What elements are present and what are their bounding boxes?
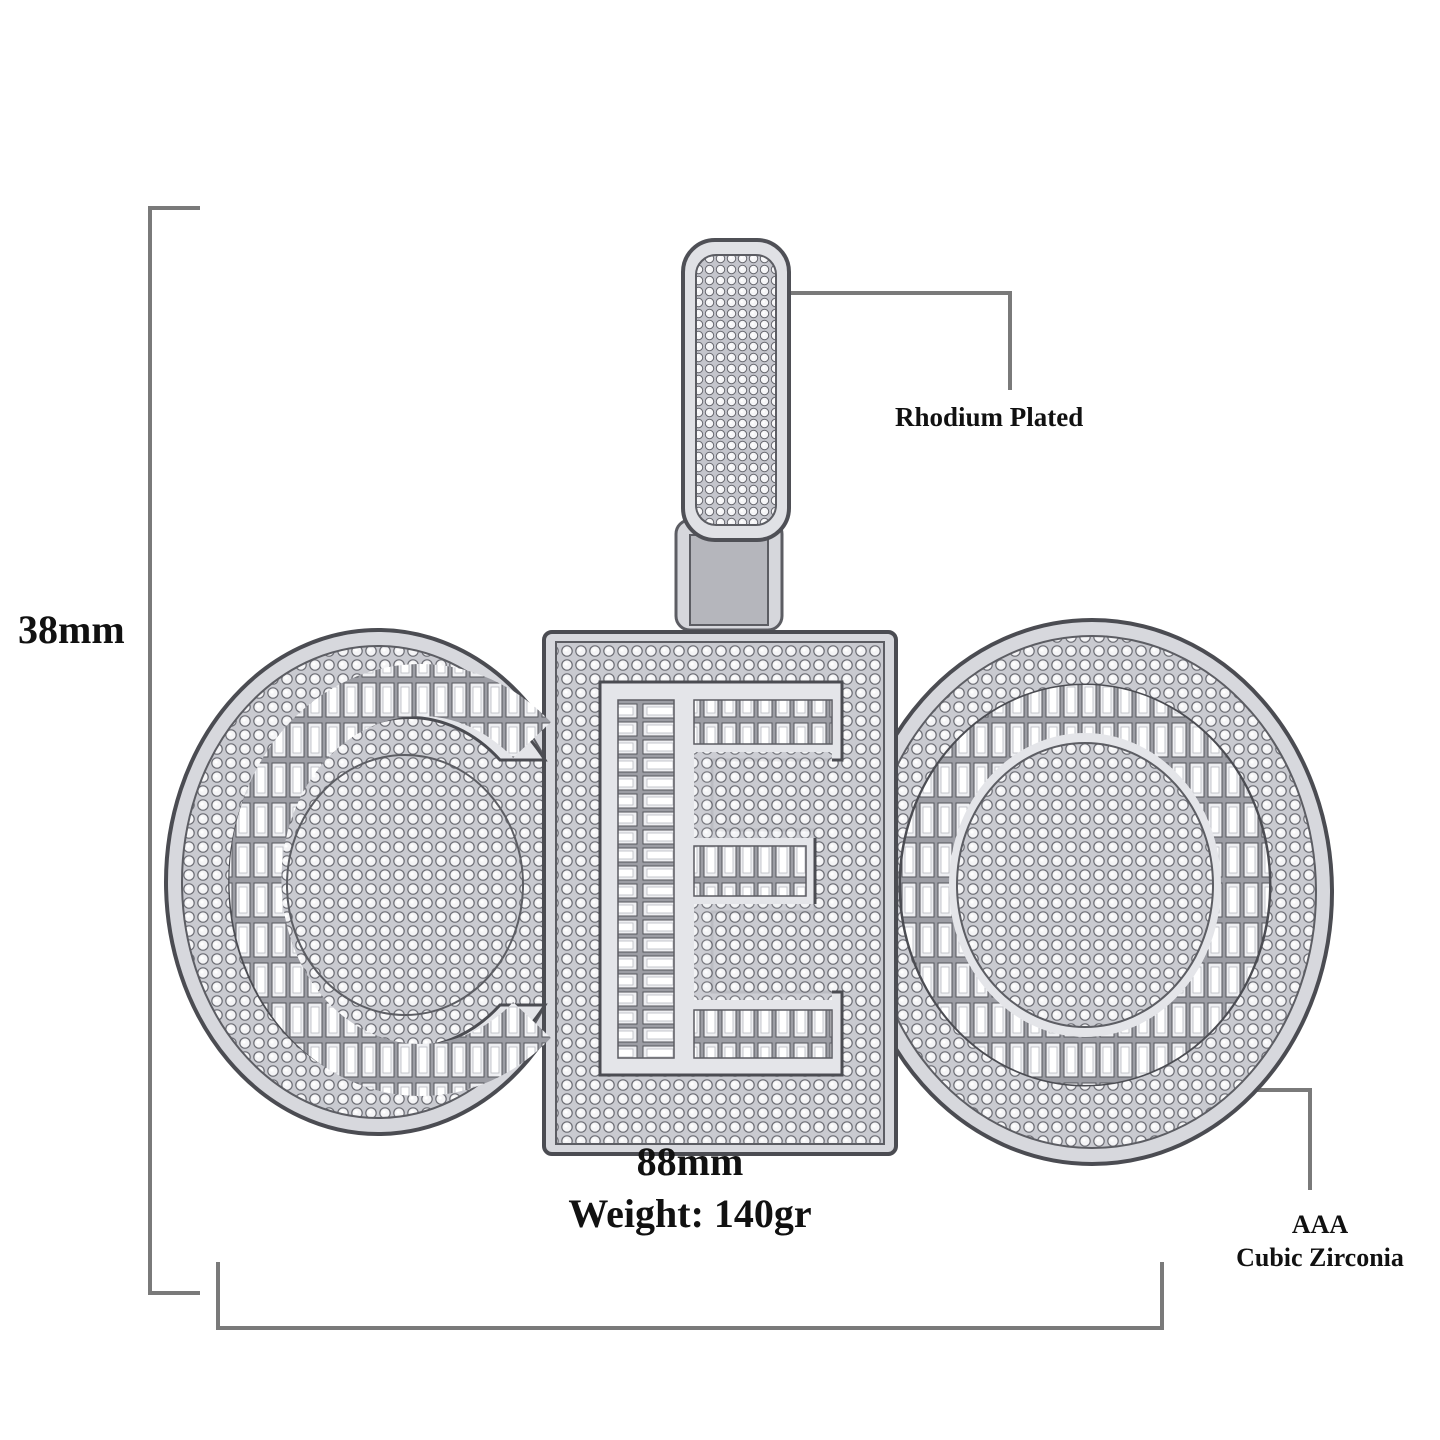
stone-grade-label: AAA <box>1291 1210 1349 1239</box>
height-dimension-line <box>148 206 200 1295</box>
letter-o <box>898 683 1272 1087</box>
weight-label: Weight: 140gr <box>568 1191 812 1236</box>
plating-label: Rhodium Plated <box>895 402 1084 432</box>
stone-type-label: Cubic Zirconia <box>1236 1243 1404 1272</box>
stone-callout: AAA Cubic Zirconia <box>1210 1208 1430 1274</box>
pendant-ceo <box>164 618 1334 1166</box>
height-label: 38mm <box>18 607 125 652</box>
rhodium-callout-line <box>785 291 1012 390</box>
zirconia-callout-line <box>1245 1088 1312 1190</box>
width-label: 88mm <box>636 1139 744 1184</box>
pendant-bail <box>674 238 791 632</box>
width-dimension-line <box>216 1262 1164 1330</box>
letter-e <box>598 680 844 1077</box>
